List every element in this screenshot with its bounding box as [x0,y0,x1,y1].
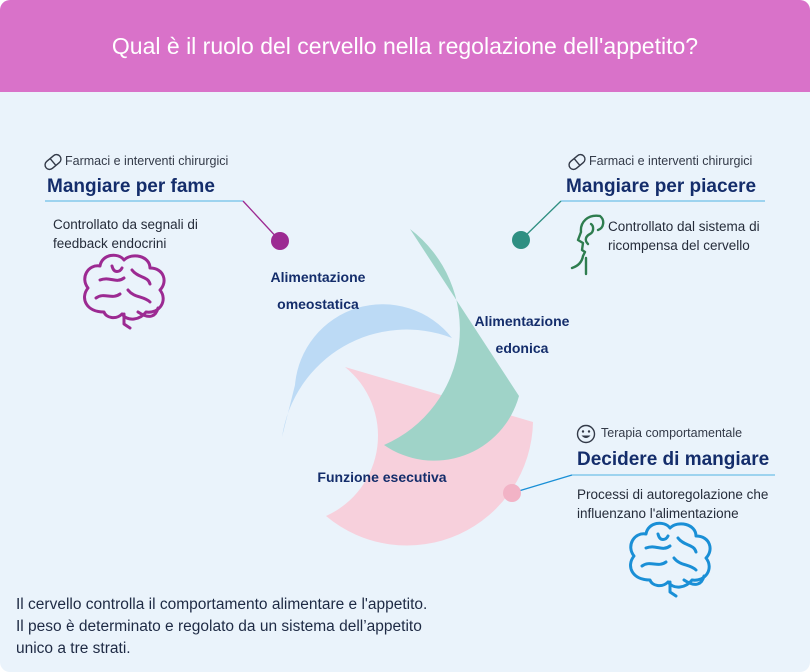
title-banner: Qual è il ruolo del cervello nella regol… [0,0,810,92]
right-connector-diagonal [520,200,562,241]
homeostatic-label: Alimentazione omeostatica [270,269,366,312]
left-pill-icon [44,153,62,171]
right-tag-text: Farmaci e interventi chirurgici [589,154,753,168]
left-tag-text: Farmaci e interventi chirurgici [65,154,229,168]
left-connector-dot [271,232,289,250]
page-title: Qual è il ruolo del cervello nella regol… [111,32,699,59]
bottom-right-description: Processi di autoregolazione che influenz… [577,487,769,521]
left-tag: Farmaci e interventi chirurgici [65,154,228,168]
right-description: Controllato dal sistema di ricompensa de… [608,219,760,253]
bottom-right-tag-text: Terapia comportamentale [601,426,743,440]
left-description: Controllato da segnali di feedback endoc… [53,217,198,251]
brain-blue-icon [629,521,712,598]
bottom-right-connector-diagonal [511,474,573,494]
brain-purple-icon [83,253,166,330]
smiley-icon [576,424,596,444]
left-connector-diagonal [242,200,281,242]
executive-label: Funzione esecutiva [317,469,447,485]
hedonic-label: Alimentazione edonica [474,313,570,356]
right-pill-icon [568,153,586,171]
right-tag: Farmaci e interventi chirurgici [589,154,752,168]
right-heading: Mangiare per piacere [566,176,757,197]
bottom-right-tag: Terapia comportamentale [601,426,742,440]
head-profile-icon [570,214,605,276]
right-connector-dot [512,231,530,249]
left-heading: Mangiare per fame [47,176,215,197]
homeostatic-segment [282,304,452,437]
footer-text: Il cervello controlla il comportamento a… [16,596,428,657]
hedonic-segment [384,229,519,461]
bottom-right-connector-dot [503,484,521,502]
bottom-right-heading: Decidere di mangiare [577,449,770,470]
